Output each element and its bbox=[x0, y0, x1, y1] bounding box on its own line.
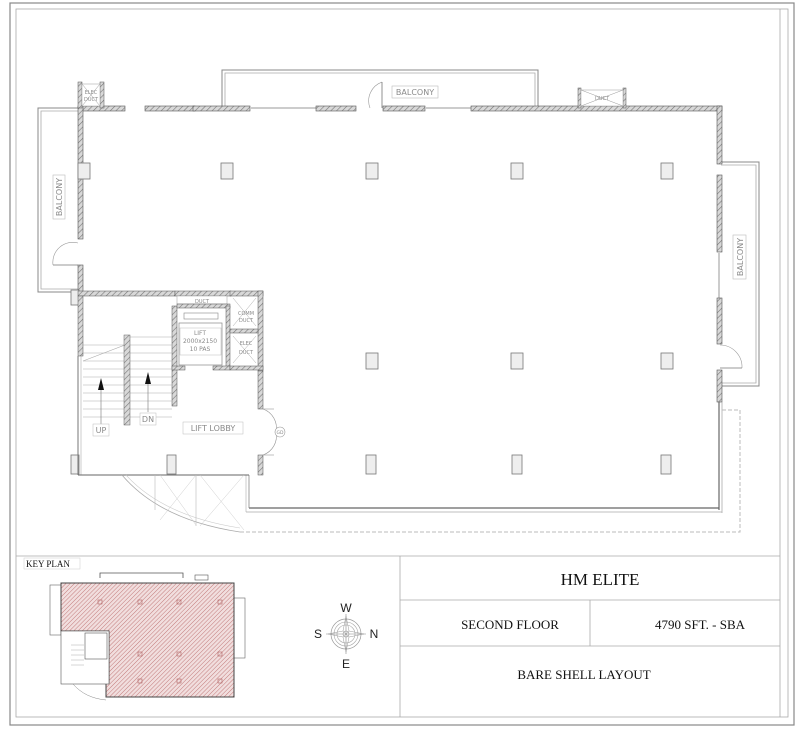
balcony-right: BALCONY bbox=[719, 161, 760, 387]
compass-west-label: W bbox=[340, 601, 352, 615]
core-area: DUCT LIFT 2000x2150 10 PAS COMM DUCT bbox=[77, 290, 286, 533]
floor-name: SECOND FLOOR bbox=[461, 617, 559, 632]
balcony-top-label: BALCONY bbox=[396, 88, 434, 97]
main-floor-plan: BALCONY BALCONY BALCONY bbox=[37, 69, 760, 533]
elec-duct-core-label: ELEC bbox=[240, 341, 253, 347]
comm-duct-label: COMM bbox=[238, 311, 254, 317]
compass-north-label: N bbox=[370, 627, 379, 641]
balcony-right-label: BALCONY bbox=[736, 238, 745, 276]
svg-text:DUCT: DUCT bbox=[239, 318, 254, 324]
title-block: HM ELITE SECOND FLOOR 4790 SFT. - SBA BA… bbox=[399, 556, 780, 717]
lift-size-label: 2000x2150 bbox=[183, 338, 217, 345]
sheet-border bbox=[9, 2, 795, 726]
columns bbox=[70, 162, 674, 475]
core-duct-label: DUCT bbox=[195, 299, 210, 305]
balcony-top: BALCONY bbox=[221, 69, 539, 109]
area-value: 4790 SFT. - SBA bbox=[655, 617, 746, 632]
lift-lobby-label: LIFT LOBBY bbox=[191, 424, 236, 433]
stair-down-label: DN bbox=[142, 415, 154, 424]
key-plan-title: KEY PLAN bbox=[26, 559, 70, 569]
duct-top-right: DUCT bbox=[577, 87, 627, 109]
layout-type: BARE SHELL LAYOUT bbox=[517, 667, 650, 682]
north-compass: W E S N bbox=[314, 601, 378, 671]
svg-text:DUCT: DUCT bbox=[239, 350, 254, 356]
svg-text:DUCT: DUCT bbox=[595, 96, 610, 102]
svg-text:DUCT: DUCT bbox=[84, 97, 99, 103]
exterior-walls bbox=[77, 105, 741, 533]
elec-duct-top-left: ELEC DUCT bbox=[77, 81, 105, 109]
key-plan: KEY PLAN bbox=[23, 557, 246, 701]
stair-up-label: UP bbox=[96, 426, 107, 435]
lift-capacity-label: 10 PAS bbox=[190, 346, 211, 353]
lift-label: LIFT bbox=[194, 330, 206, 337]
compass-south-label: S bbox=[314, 627, 322, 641]
project-name: HM ELITE bbox=[561, 570, 640, 589]
compass-east-label: E bbox=[342, 657, 350, 671]
balcony-left-label: BALCONY bbox=[55, 178, 64, 216]
balcony-left: BALCONY bbox=[37, 107, 80, 293]
svg-text:ELEC: ELEC bbox=[85, 90, 98, 96]
glass-door-tag: GD bbox=[277, 430, 284, 436]
